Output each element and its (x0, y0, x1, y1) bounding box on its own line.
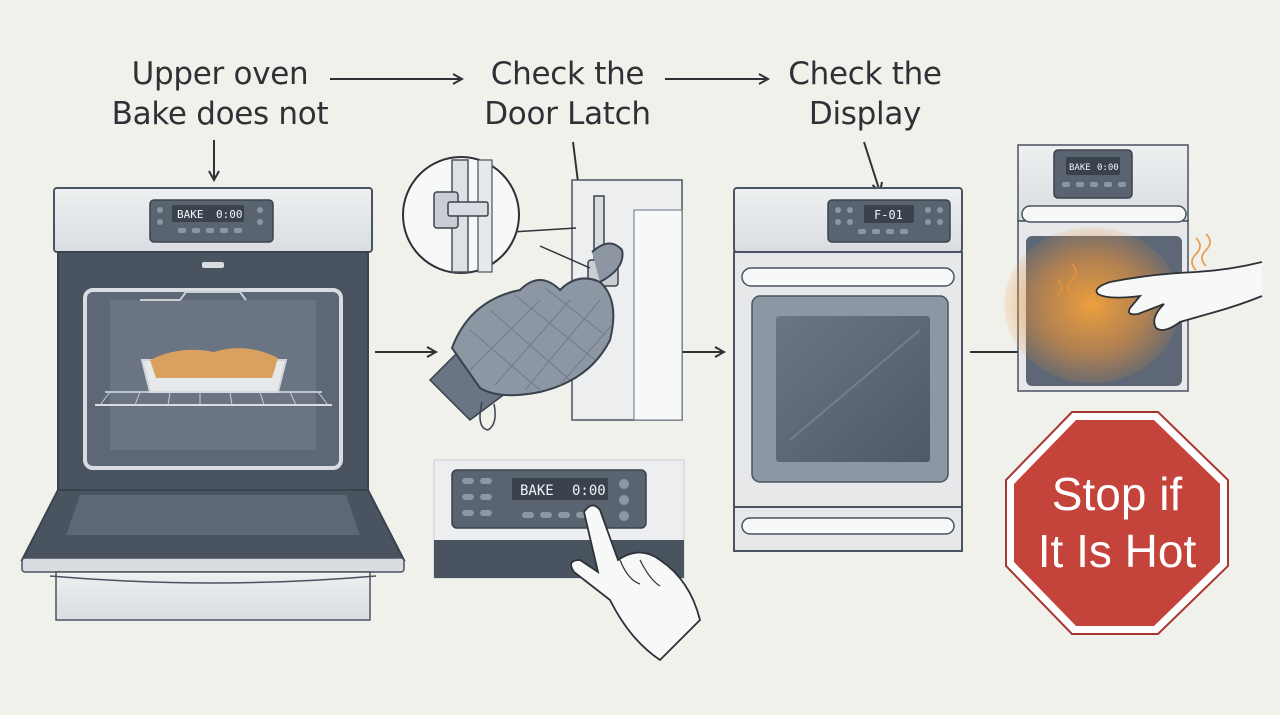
caption-step-3: Check the Display (755, 54, 975, 134)
caption-step-2: Check the Door Latch (450, 54, 685, 134)
arrow-down-icon (863, 141, 880, 192)
hand-icon (570, 504, 701, 662)
caption-step-3-line-2: Display (808, 96, 922, 132)
open-oven-illustration: BAKE 0:00 (20, 187, 406, 621)
caption-step-1-line-1: Upper oven (131, 56, 309, 92)
magnifier-circle-icon (402, 156, 520, 274)
hot-oven-illustration: BAKE 0:00 (1004, 144, 1189, 392)
keypad-display-time: 0:00 (572, 483, 606, 499)
heat-waves-icon (1057, 233, 1211, 297)
oven-mitt-icon (428, 242, 624, 431)
door-latch-illustration (511, 179, 683, 421)
closed-oven-illustration: F-01 (733, 187, 963, 552)
caption-step-3-line-1: Check the (788, 56, 942, 92)
oven3-display-code: F-01 (874, 208, 903, 222)
hand-icon (1095, 261, 1263, 331)
keypad-display-mode: BAKE (520, 483, 554, 499)
stop-sign: Stop if It Is Hot (1005, 411, 1229, 635)
caption-step-1-line-2: Bake does not (111, 96, 329, 132)
stop-sign-line-2: It Is Hot (1038, 525, 1197, 577)
caption-step-2-line-1: Check the (490, 56, 645, 92)
caption-step-2-line-2: Door Latch (484, 96, 651, 132)
oven4-display-time: 0:00 (1097, 163, 1119, 173)
oven1-display-mode: BAKE (177, 208, 204, 221)
oven1-display-time: 0:00 (216, 208, 243, 221)
stop-sign-line-1: Stop if (1052, 468, 1183, 520)
caption-step-1: Upper oven Bake does not (95, 54, 345, 134)
oven4-display-mode: BAKE (1069, 163, 1091, 173)
